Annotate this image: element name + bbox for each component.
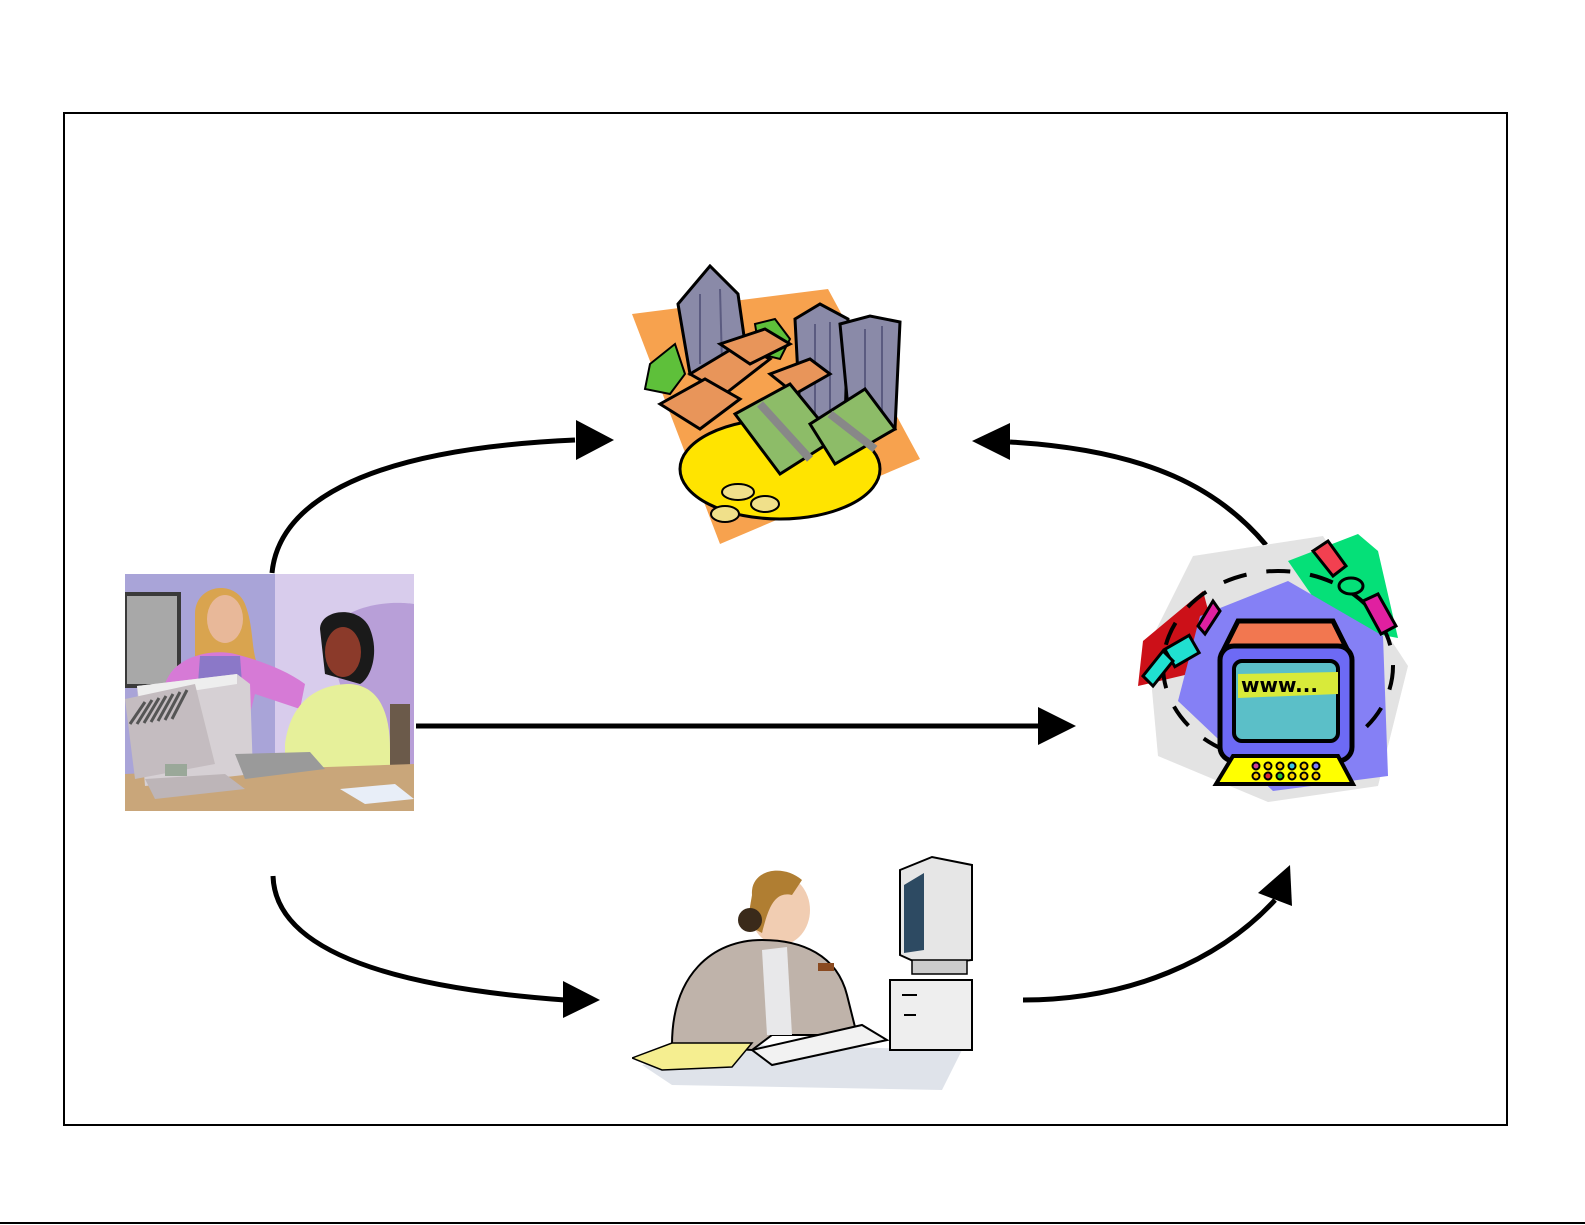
edge-team-to-worker — [273, 876, 600, 1018]
arrowhead — [576, 420, 614, 460]
arrowhead — [972, 423, 1010, 460]
node-worker-clipart — [632, 855, 974, 1093]
edge-team-to-finance — [272, 420, 614, 573]
arrowhead — [563, 981, 600, 1018]
edge-team-to-internet — [416, 707, 1076, 745]
edge-worker-to-internet — [1023, 865, 1292, 1000]
internet-illustration: www... — [1138, 526, 1408, 802]
www-screen-text: www... — [1241, 673, 1318, 697]
finance-illustration — [630, 264, 922, 546]
worker-illustration — [632, 855, 974, 1093]
arrowhead — [1038, 707, 1076, 745]
team-illustration — [125, 574, 414, 811]
arrowhead — [1258, 865, 1292, 906]
node-finance-clipart — [630, 264, 922, 546]
node-internet-clipart: www... — [1138, 526, 1408, 802]
node-team-clipart — [125, 574, 414, 811]
